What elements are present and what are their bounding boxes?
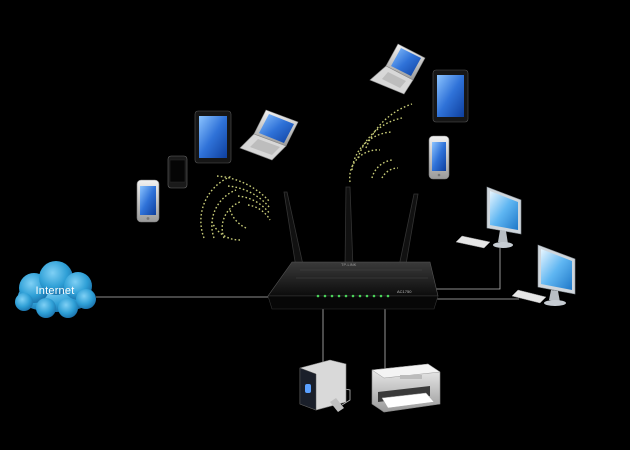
desktop-computer-1 bbox=[455, 186, 522, 249]
router-model-label: AC1750 bbox=[397, 289, 412, 294]
router-icon bbox=[267, 186, 439, 310]
wireless-router bbox=[267, 186, 439, 310]
hard-drive-icon bbox=[299, 359, 347, 412]
phone-icon bbox=[167, 155, 188, 189]
laptop-top bbox=[369, 43, 426, 95]
smartphone-right bbox=[428, 135, 450, 180]
tablet-left bbox=[194, 110, 232, 164]
laptop-icon bbox=[239, 109, 299, 161]
smartphone-icon bbox=[136, 179, 160, 223]
cloud-icon bbox=[15, 261, 96, 318]
laptop-left bbox=[239, 109, 299, 161]
tablet-icon bbox=[432, 69, 469, 123]
wifi-waves-right bbox=[349, 103, 413, 183]
network-cables bbox=[96, 248, 519, 406]
smartphone-left bbox=[136, 179, 160, 223]
internet-cloud bbox=[15, 261, 96, 318]
wifi-waves-left bbox=[200, 175, 271, 241]
desktop-icon bbox=[511, 244, 576, 306]
printer-icon bbox=[371, 363, 441, 413]
tablet-right bbox=[432, 69, 469, 123]
printer bbox=[371, 363, 441, 413]
external-hard-drive bbox=[299, 359, 347, 412]
internet-label: Internet bbox=[35, 285, 75, 297]
tablet-icon bbox=[194, 110, 232, 164]
desktop-computer-2 bbox=[511, 244, 576, 306]
smartphone-icon bbox=[428, 135, 450, 180]
phone-black bbox=[167, 155, 188, 189]
router-brand-label: TP-LINK bbox=[341, 262, 357, 267]
cable-router-desktop-1 bbox=[436, 248, 501, 290]
router-status-leds bbox=[316, 294, 390, 298]
laptop-icon bbox=[369, 43, 426, 95]
desktop-icon bbox=[455, 186, 522, 249]
